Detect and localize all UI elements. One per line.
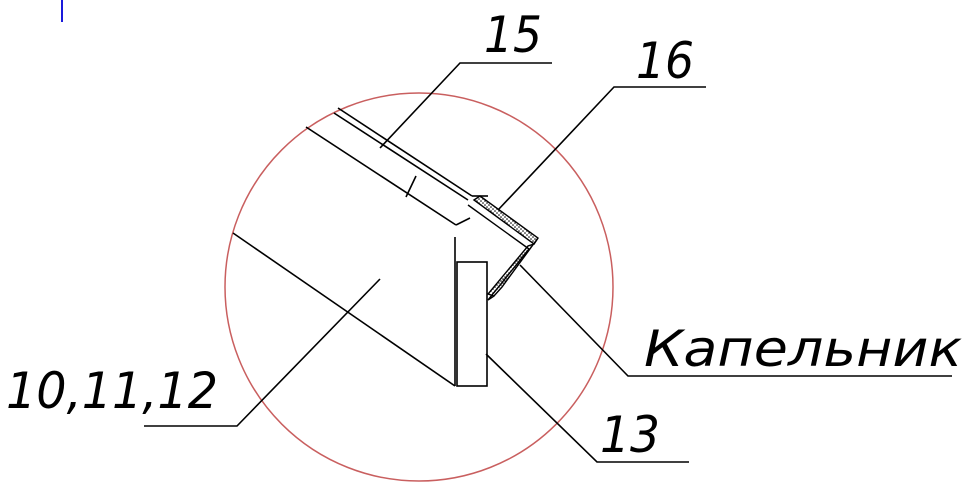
drip-edge-flashing bbox=[467, 195, 539, 301]
label-10-11-12: 10,11,12 bbox=[6, 362, 218, 420]
label-13: 13 bbox=[600, 406, 660, 464]
leader-drip-edge bbox=[519, 264, 952, 377]
detail-circle bbox=[224, 92, 614, 482]
leader-13 bbox=[485, 353, 689, 463]
leader-lines bbox=[144, 62, 952, 463]
label-16: 16 bbox=[636, 32, 694, 90]
leader-16 bbox=[497, 86, 706, 211]
roof-slope bbox=[305, 107, 488, 226]
label-15: 15 bbox=[484, 6, 542, 64]
leader-10-11-12 bbox=[144, 278, 381, 427]
leader-15 bbox=[379, 62, 552, 149]
rafter-beam bbox=[232, 232, 456, 387]
label-drip-edge: Капельник bbox=[644, 320, 962, 378]
front-board bbox=[456, 261, 488, 387]
